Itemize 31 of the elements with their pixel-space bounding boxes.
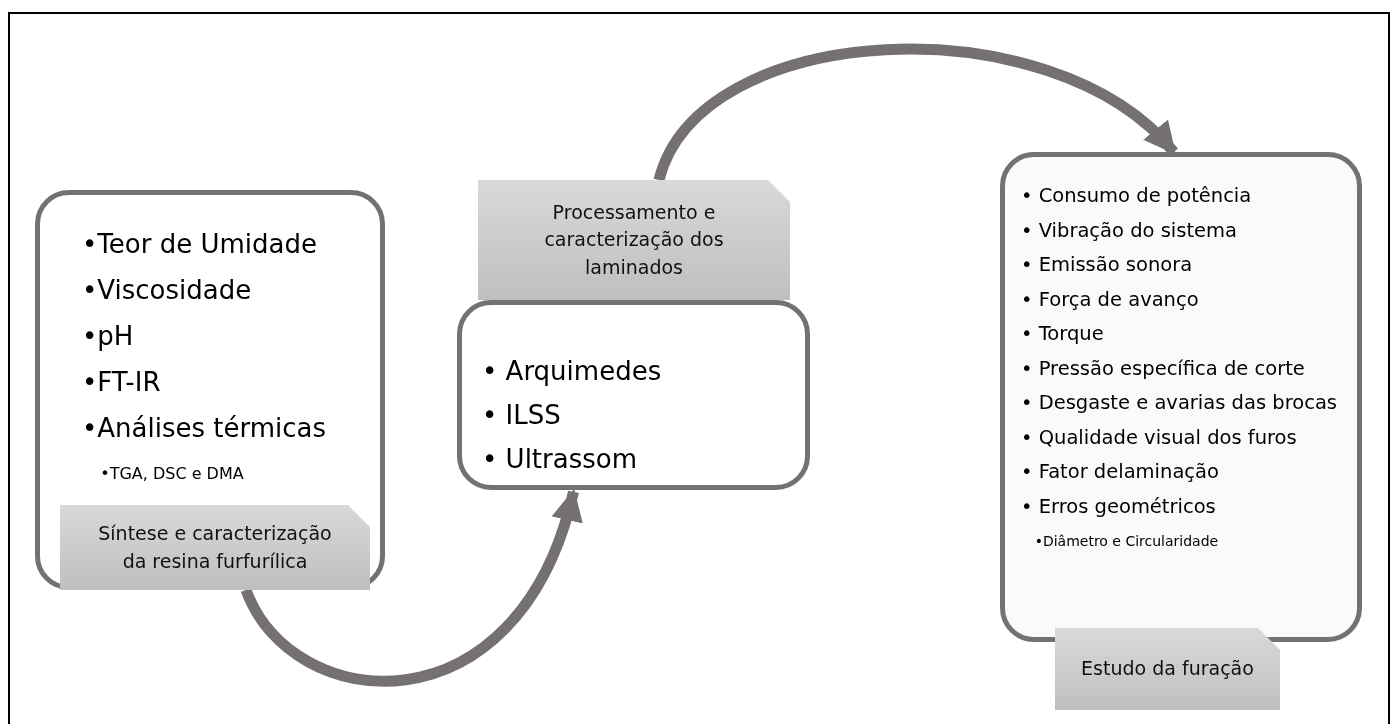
rounded-card (457, 300, 810, 490)
title-tab (478, 180, 790, 300)
tab-label: Processamento e caracterização dos laminados (543, 199, 725, 280)
bullet-item: • Vibração do sistema (1021, 217, 1238, 244)
tab-label: Síntese e caracterização da resina furfurílica (97, 520, 333, 574)
rounded-card (1000, 152, 1362, 642)
bullet-item: •FT-IR (82, 366, 162, 399)
bullet-item: • Arquimedes (482, 355, 663, 388)
bullet-item: •pH (82, 320, 135, 353)
bullet-item: •Análises térmicas (82, 412, 328, 445)
curved-arrow (241, 488, 581, 687)
title-tab (60, 505, 370, 590)
bullet-item: •Teor de Umidade (82, 228, 318, 261)
bullet-item: • ILSS (482, 399, 562, 432)
bullet-item: • Desgaste e avarias das brocas (1021, 390, 1338, 416)
bullet-item: •Viscosidade (82, 274, 253, 307)
bullet-item: • Qualidade visual dos furos (1021, 424, 1298, 451)
bullet-item: • Força de avanço (1021, 286, 1200, 313)
bullet-item: • Ultrassom (482, 443, 638, 476)
rounded-card (35, 190, 385, 590)
bullet-item: • Erros geométricos (1021, 493, 1217, 520)
bullet-item: • Consumo de potência (1021, 183, 1253, 209)
bullet-item: • Fator delaminação (1021, 459, 1220, 485)
curved-arrow (653, 44, 1178, 183)
bullet-item: •TGA, DSC e DMA (100, 463, 245, 485)
tab-label: Estudo da furação (1081, 656, 1254, 682)
title-tab (1055, 628, 1280, 710)
bullet-item: •Diâmetro e Circularidade (1034, 532, 1220, 551)
bullet-item: • Pressão específica de corte (1021, 355, 1306, 382)
bullet-item: • Emissão sonora (1021, 252, 1194, 278)
bullet-item: • Torque (1021, 321, 1105, 347)
